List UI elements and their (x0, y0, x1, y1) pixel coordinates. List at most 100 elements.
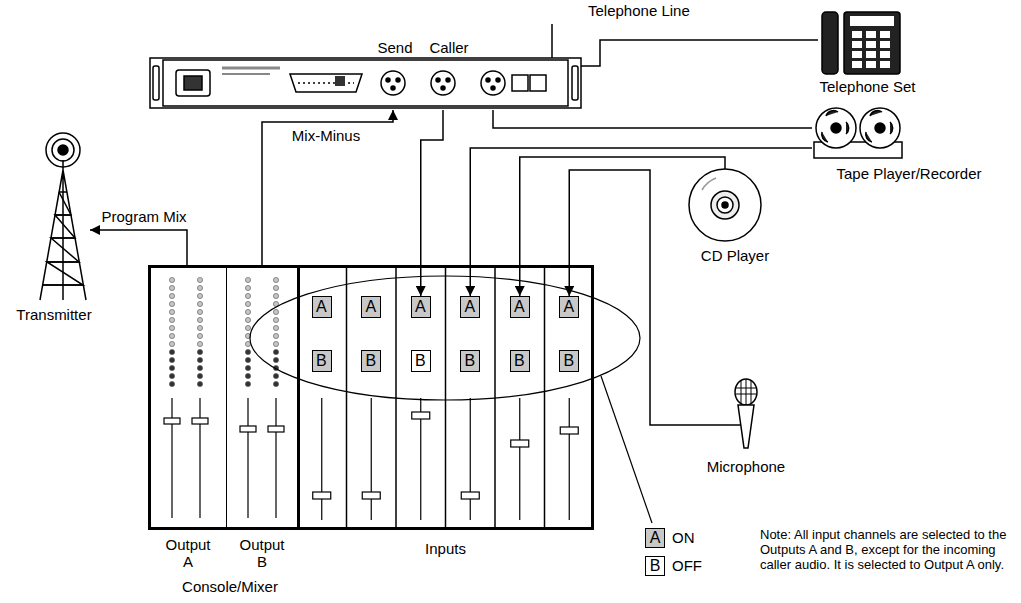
meters-and-faders (197, 301, 202, 306)
cd-icon (702, 178, 716, 190)
meters-and-faders (164, 418, 180, 424)
send-caller-rack (436, 78, 440, 82)
send-caller-unit: SendCaller (150, 40, 581, 110)
send-caller-rack (153, 66, 159, 100)
meters-and-faders (169, 325, 174, 330)
meters-and-faders (273, 357, 278, 362)
meters-and-faders (470, 398, 471, 520)
meters-and-faders (245, 293, 250, 298)
console-mixer: Output AOutput BAAAAAABBBBBBInputsConsol… (148, 265, 594, 530)
signal-wire (262, 110, 393, 268)
selection-ellipse (250, 276, 640, 400)
cd-icon (689, 169, 761, 241)
meters-and-faders (197, 357, 202, 362)
telephone-keypad (880, 31, 890, 38)
meters-and-faders (240, 426, 256, 432)
meters-and-faders (247, 398, 248, 518)
meters-and-faders (169, 373, 174, 378)
assign-button-a: A (510, 296, 530, 318)
meters-and-faders (245, 317, 250, 322)
legend-letter: B (645, 556, 665, 576)
send-caller-rack (290, 74, 362, 92)
cd-icon (711, 191, 739, 219)
meters-and-faders (245, 309, 250, 314)
channel-separators (445, 266, 447, 529)
signal-wire (520, 157, 725, 296)
tape-recorder-icon (814, 108, 902, 158)
meters-and-faders (197, 285, 202, 290)
telephone-icon (850, 16, 894, 26)
transmitter-tower (43, 192, 83, 285)
send-caller-rack (391, 86, 395, 90)
meters-and-faders (169, 309, 174, 314)
node-label: Send (370, 39, 420, 56)
microphone-icon (738, 405, 754, 448)
meters-and-faders (273, 341, 278, 346)
meters-and-faders (197, 365, 202, 370)
send-caller-rack (381, 71, 405, 95)
send-caller-rack (396, 78, 400, 82)
button-letter: B (560, 351, 577, 370)
meters-and-faders (245, 357, 250, 362)
send-caller-rack (441, 86, 445, 90)
telephone-keypad (880, 51, 890, 58)
meters-and-faders (197, 325, 202, 330)
send-caller-rack (184, 76, 202, 90)
meters-and-faders (560, 427, 578, 434)
send-caller-rack (222, 67, 280, 70)
telephone-keypad (866, 61, 876, 68)
telephone-line-wire (551, 24, 553, 58)
meters-and-faders (245, 349, 250, 354)
meters-and-faders (197, 309, 202, 314)
cd-icon (689, 169, 761, 241)
button-letter: A (511, 297, 528, 316)
node-label: Caller (420, 39, 478, 56)
telephone-keypad (852, 31, 890, 68)
meters-and-faders (197, 341, 202, 346)
meters-and-faders (268, 426, 284, 432)
assign-button-b: B (510, 350, 530, 372)
telephone-keypad (866, 31, 876, 38)
meters-and-faders (197, 293, 202, 298)
node-label: Inputs (300, 540, 591, 557)
meters-and-faders (412, 412, 430, 419)
tape-recorder-icon (875, 123, 885, 133)
telephone-icon (822, 12, 900, 74)
send-caller-rack (572, 66, 578, 100)
button-letter: B (313, 351, 330, 370)
meters-and-faders (511, 440, 529, 447)
transmitter-tower (40, 160, 86, 300)
meters-and-faders (519, 398, 520, 520)
telephone-keypad (852, 61, 862, 68)
send-caller-rack (335, 76, 345, 86)
inputs-section: AAAAAABBBBBBInputs (297, 268, 591, 527)
signal-wire (90, 230, 187, 268)
meters-and-faders (197, 317, 202, 322)
meters-and-faders (245, 325, 250, 330)
meters-and-faders (169, 333, 174, 338)
tape-recorder-icon (831, 123, 841, 133)
meters-and-faders (197, 373, 202, 378)
meters-and-faders (273, 285, 278, 290)
meters-and-faders (245, 365, 250, 370)
send-caller-rack (491, 86, 495, 90)
legend-letter: A (645, 528, 665, 548)
cd-icon (717, 197, 733, 213)
meters-and-faders (192, 418, 208, 424)
meters-and-faders (197, 349, 202, 354)
meters-and-faders (273, 333, 278, 338)
node-label: Console/Mixer (150, 578, 310, 595)
meters-and-faders (273, 317, 278, 322)
meters-and-faders (245, 301, 250, 306)
node-label: CD Player (680, 247, 790, 264)
meters-and-faders (169, 341, 174, 346)
send-caller-rack (163, 60, 568, 106)
meters-and-faders (273, 325, 278, 330)
meters-and-faders (273, 373, 278, 378)
cd-player: CD Player (689, 169, 761, 241)
button-letter: B (412, 351, 429, 370)
assign-button-b: B (460, 350, 480, 372)
microphone-icon (730, 379, 757, 448)
